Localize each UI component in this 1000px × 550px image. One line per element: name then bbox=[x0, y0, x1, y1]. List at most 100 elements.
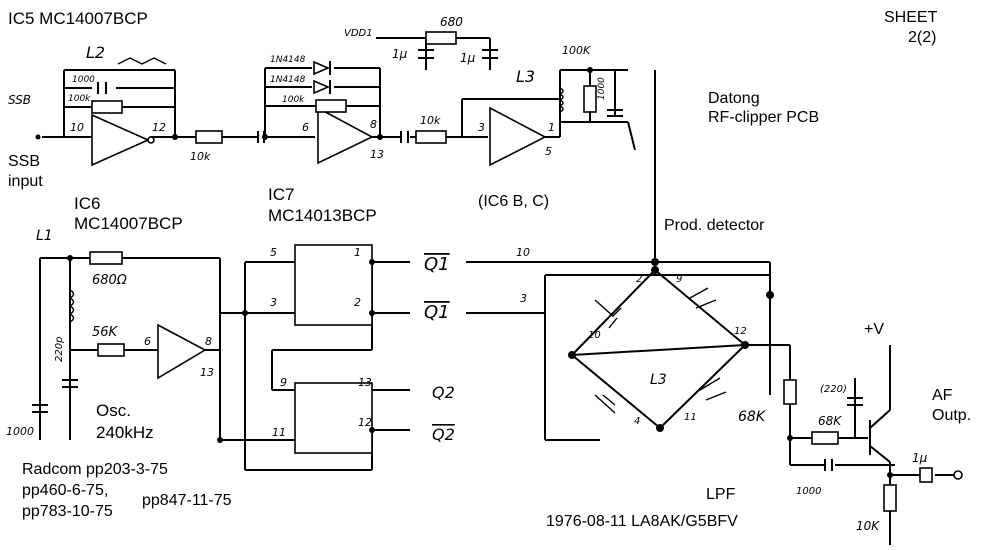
ic5-title: IC5 MC14007BCP bbox=[8, 9, 148, 28]
wire-diamond-lr bbox=[659, 344, 746, 429]
ic5a-bubble bbox=[147, 136, 155, 144]
signal-q2-bar: Q2 bbox=[432, 425, 455, 444]
input-terminal bbox=[35, 134, 41, 140]
junction-dot bbox=[377, 134, 383, 140]
junction-dot bbox=[651, 258, 659, 266]
junction-dot bbox=[766, 291, 774, 299]
af-output-label-1: AF bbox=[932, 387, 953, 404]
resistor-100k-tank bbox=[583, 85, 597, 113]
resistor-100k-ic5b bbox=[315, 99, 347, 113]
ff2-pin-13: 13 bbox=[358, 376, 372, 389]
ff2-pin-12: 12 bbox=[358, 416, 372, 429]
signal-q2: Q2 bbox=[432, 383, 455, 402]
junction-dot bbox=[262, 134, 268, 140]
c1000-lpf-label: 1000 bbox=[796, 486, 821, 497]
resistor-10k-2 bbox=[415, 130, 447, 144]
wire-diamond-ll bbox=[571, 354, 661, 429]
components bbox=[32, 31, 963, 512]
ic6-label-1: IC6 bbox=[74, 194, 100, 213]
pin-1: 1 bbox=[548, 121, 555, 134]
bridge-pin-10: 10 bbox=[588, 330, 601, 341]
reference-1: Radcom pp203-3-75 bbox=[22, 461, 168, 478]
ff1-pin-1: 1 bbox=[354, 246, 361, 259]
bridge-pin-12: 12 bbox=[734, 326, 747, 337]
sheet-label: SHEET bbox=[884, 9, 938, 26]
pin-8: 8 bbox=[370, 118, 377, 131]
ic7-flipflop-2 bbox=[294, 382, 373, 454]
ic6-pin-8: 8 bbox=[205, 335, 212, 348]
ff1-pin-3: 3 bbox=[270, 296, 277, 309]
c1000-l1-label: 1000 bbox=[6, 425, 34, 438]
osc-label-2: 240kHz bbox=[96, 423, 154, 442]
pin-numbers: 10 12 6 8 13 3 1 5 6 8 13 5 3 1 2 9 11 1… bbox=[70, 118, 747, 439]
plus-v-label: +V bbox=[864, 321, 884, 338]
bridge-pin-4: 4 bbox=[634, 416, 640, 427]
ic7-flipflop-1 bbox=[294, 244, 373, 326]
ssb-pin-label: SSB bbox=[8, 93, 31, 107]
resistor-10k-out bbox=[883, 484, 897, 512]
osc-label-1: Osc. bbox=[96, 401, 131, 420]
printed-labels: IC5 MC14007BCP SHEET 2(2) SSB input Dato… bbox=[8, 9, 971, 530]
af-output-label-2: Outp. bbox=[932, 407, 971, 424]
output-terminal bbox=[953, 470, 963, 480]
q1-pin-10: 10 bbox=[516, 246, 530, 259]
junction-dot bbox=[172, 134, 178, 140]
resistor-680 bbox=[425, 31, 457, 45]
ssb-input-label-2: input bbox=[8, 173, 43, 190]
c220-lpf-label: (220) bbox=[820, 384, 847, 395]
r10k-2-label: 10k bbox=[420, 114, 441, 127]
junction-dot bbox=[242, 310, 248, 316]
junction-dot bbox=[369, 427, 375, 433]
wire-diamond-ur bbox=[654, 269, 746, 346]
ssb-input-label-1: SSB bbox=[8, 153, 40, 170]
pin-6: 6 bbox=[302, 121, 309, 134]
wire-diamond-ul bbox=[571, 269, 656, 356]
resistor-680ohm bbox=[89, 251, 123, 265]
c1u-out-label: 1µ bbox=[912, 451, 928, 465]
r100k-ic5b-label: 100k bbox=[282, 95, 305, 105]
junction-dot bbox=[741, 341, 749, 349]
fet-bridge-lr bbox=[699, 377, 727, 401]
junction-dot bbox=[656, 424, 664, 432]
r680-label: 680 bbox=[440, 15, 463, 29]
r100k-l2-label: 100k bbox=[68, 94, 91, 104]
fet-bridge-ll bbox=[594, 394, 616, 414]
resistor-68k-lpf-v bbox=[783, 379, 797, 405]
signal-q1-bar-2: Q1 bbox=[424, 302, 450, 323]
bridge-pin-11: 11 bbox=[684, 412, 697, 423]
r68k-lpf-label: 68K bbox=[818, 414, 842, 428]
handwritten-labels: VDD1 SSB 680 1µ 1µ 100K 1000 L3 L2 1000 … bbox=[6, 15, 928, 533]
vdd-label: VDD1 bbox=[344, 28, 373, 39]
c1u-b-label: 1µ bbox=[460, 51, 476, 65]
diode-2 bbox=[313, 79, 331, 95]
resistor-56k bbox=[97, 343, 125, 357]
l3-top-label: L3 bbox=[516, 67, 535, 86]
c220p-label: 220p bbox=[54, 337, 65, 362]
signal-labels: Q1 Q1 Q2 Q2 bbox=[424, 254, 455, 444]
reference-2: pp460-6-75, bbox=[22, 482, 108, 499]
fet-bridge-ur bbox=[689, 287, 717, 309]
ic5a-inverter bbox=[91, 113, 150, 167]
datong-label-1: Datong bbox=[708, 90, 760, 107]
r10k-out-label: 10K bbox=[856, 519, 880, 533]
ic7-label-2: MC14013BCP bbox=[268, 206, 377, 225]
lpf-label: LPF bbox=[706, 486, 736, 503]
r56k-label: 56K bbox=[92, 325, 119, 340]
inductor-l2 bbox=[117, 57, 167, 65]
c1000-top-label: 1000 bbox=[597, 77, 607, 100]
r680ohm-label: 680Ω bbox=[92, 273, 127, 288]
pin-3: 3 bbox=[478, 121, 485, 134]
l1-label: L1 bbox=[36, 228, 53, 244]
transistor-emitter bbox=[869, 445, 891, 463]
r100k-top-label: 100K bbox=[562, 44, 591, 57]
d2-label: 1N4148 bbox=[270, 75, 306, 85]
reference-3: pp783-10-75 bbox=[22, 503, 113, 520]
prod-detector-label: Prod. detector bbox=[664, 217, 765, 234]
pin-10: 10 bbox=[70, 121, 84, 134]
r68k-bridge-label: 68K bbox=[738, 409, 767, 425]
r10k-1-label: 10k bbox=[190, 150, 211, 163]
junction-dot bbox=[369, 259, 375, 265]
d1-label: 1N4148 bbox=[270, 55, 306, 65]
transistor-collector bbox=[869, 409, 891, 429]
